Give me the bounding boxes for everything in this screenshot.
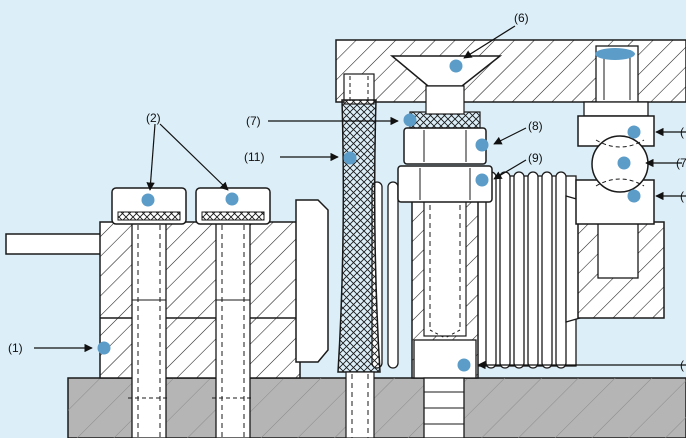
label-11: (11) (244, 150, 264, 164)
right-body (565, 179, 665, 323)
marker-right-b (617, 156, 631, 170)
label-right-d: ( (680, 358, 684, 372)
reference-markers (97, 48, 641, 372)
marker-6b (595, 48, 635, 60)
label-2: (2) (146, 111, 161, 125)
bolt-right (195, 187, 271, 438)
marker-6 (449, 59, 463, 73)
marker-9 (475, 173, 489, 187)
marker-1 (97, 341, 111, 355)
mesh-ring (337, 73, 381, 438)
label-7: (7) (246, 114, 261, 128)
bellows (371, 171, 577, 369)
top-plate (335, 39, 686, 103)
label-6: (6) (514, 11, 529, 25)
label-right-b: (7 (676, 156, 686, 170)
leader-lines (34, 25, 686, 370)
marker-right-c (627, 189, 641, 203)
marker-right-a (627, 125, 641, 139)
marker-8 (475, 138, 489, 152)
marker-right-d (457, 358, 471, 372)
label-8: (8) (528, 119, 543, 133)
label-9: (9) (528, 151, 543, 165)
marker-2b (225, 192, 239, 206)
rocker-assembly (577, 101, 655, 193)
label-right-c: ( (680, 189, 684, 203)
ground-base (67, 377, 686, 438)
label-right-a: ( (680, 125, 684, 139)
marker-2a (141, 193, 155, 207)
cable (5, 233, 103, 255)
marker-11 (343, 151, 357, 165)
marker-7 (403, 113, 417, 127)
label-1: (1) (8, 341, 23, 355)
central-column (397, 85, 493, 438)
